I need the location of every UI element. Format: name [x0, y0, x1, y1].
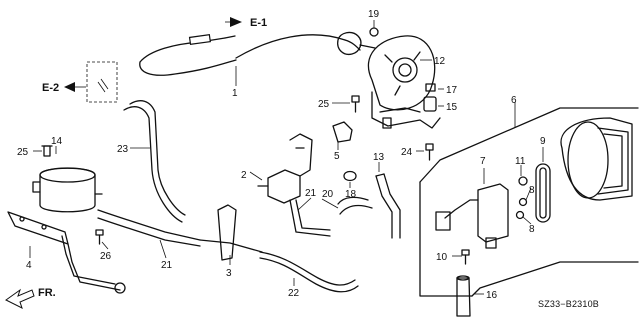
callout-26: 26 — [100, 251, 112, 262]
control-unit-frame — [419, 107, 639, 297]
callout-13: 13 — [373, 152, 385, 163]
callout-14: 14 — [51, 136, 63, 147]
callout-numbers: 1 2 3 4 5 6 7 8 8 9 10 11 12 13 14 15 16… — [17, 9, 546, 301]
callout-2: 2 — [241, 170, 247, 181]
e2-reference: E-2 — [42, 61, 118, 103]
control-unit-body — [560, 117, 633, 201]
callout-1: 1 — [232, 88, 238, 99]
callout-17: 17 — [446, 85, 458, 96]
nut-19 — [369, 27, 379, 37]
bolt-25a — [43, 145, 51, 157]
callout-7: 7 — [480, 156, 486, 167]
callout-5: 5 — [334, 151, 340, 162]
callout-16: 16 — [486, 290, 498, 301]
callout-19: 19 — [368, 9, 380, 20]
callout-23: 23 — [117, 144, 129, 155]
callout-8b: 8 — [529, 224, 535, 235]
gasket-9 — [535, 163, 551, 223]
hose-13 — [375, 173, 401, 239]
hose-21-lower — [97, 209, 201, 247]
callout-12: 12 — [434, 56, 446, 67]
callout-9: 9 — [540, 136, 546, 147]
callout-3: 3 — [226, 268, 232, 279]
part-15 — [423, 96, 437, 112]
callout-6: 6 — [511, 95, 517, 106]
callout-25b: 25 — [318, 99, 330, 110]
e1-label: E-1 — [250, 17, 267, 29]
o-ring-8a — [518, 197, 528, 207]
e2-label: E-2 — [42, 82, 59, 94]
valve-assembly-2 — [257, 133, 313, 204]
hose-21-mid — [289, 199, 331, 237]
bolt-24 — [425, 143, 434, 161]
diagram-code: SZ33−B2310B — [538, 299, 599, 309]
solenoid-7 — [435, 183, 509, 249]
callout-4: 4 — [26, 260, 32, 271]
bolt-25b — [351, 95, 360, 113]
tank-bracket — [7, 211, 126, 294]
bolt-26 — [95, 229, 104, 245]
clip-5 — [332, 121, 353, 143]
vacuum-tank — [32, 145, 103, 213]
part-17 — [425, 83, 436, 92]
cruise-cable — [139, 33, 361, 76]
front-arrow: FR. — [5, 287, 56, 309]
callout-18: 18 — [345, 189, 357, 200]
callout-21b: 21 — [161, 260, 173, 271]
callout-25a: 25 — [17, 147, 29, 158]
callout-15: 15 — [446, 102, 458, 113]
callout-20: 20 — [322, 189, 334, 200]
bracket-3 — [199, 204, 263, 261]
callout-8a: 8 — [529, 185, 535, 196]
o-ring-8b — [515, 210, 525, 220]
callout-24: 24 — [401, 147, 413, 158]
actuator-bracket — [371, 91, 441, 129]
tube-16 — [456, 275, 471, 317]
callout-21a: 21 — [305, 188, 317, 199]
e1-reference: E-1 — [225, 17, 267, 29]
clip-18 — [343, 170, 357, 182]
actuator-assembly — [337, 27, 436, 111]
hose-20 — [337, 196, 373, 215]
screw-10 — [461, 249, 470, 265]
callout-22: 22 — [288, 288, 300, 299]
front-label: FR. — [38, 287, 56, 299]
o-ring-11 — [518, 176, 528, 186]
hose-22 — [259, 251, 359, 293]
leader-lines — [29, 20, 544, 295]
callout-10: 10 — [436, 252, 448, 263]
hose-23 — [123, 100, 186, 223]
callout-11: 11 — [515, 156, 526, 167]
